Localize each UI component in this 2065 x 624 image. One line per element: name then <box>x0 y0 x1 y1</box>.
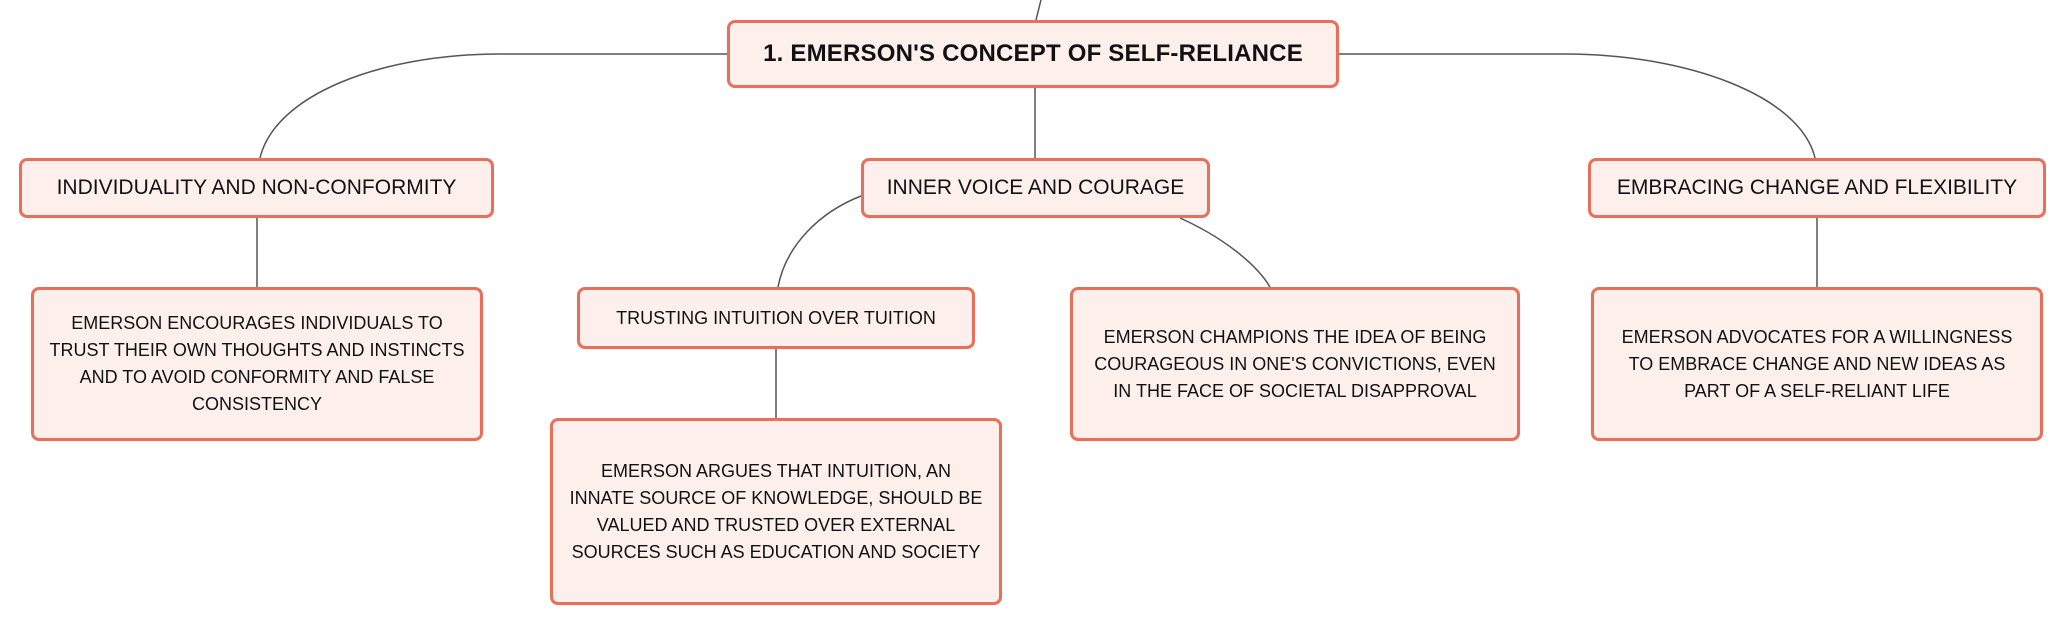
connector-root-to-embracing-change <box>1338 53 1816 159</box>
detail-courage-node[interactable]: EMERSON CHAMPIONS THE IDEA OF BEING COUR… <box>1070 287 1520 441</box>
detail-embracing-change-text: EMERSON ADVOCATES FOR A WILLINGNESS TO E… <box>1621 326 2013 401</box>
connector-inner-voice-to-courage-detail <box>1179 217 1271 288</box>
detail-embracing-change-node[interactable]: EMERSON ADVOCATES FOR A WILLINGNESS TO E… <box>1591 287 2043 441</box>
root-topic-label: 1. EMERSON'S CONCEPT OF SELF-RELIANCE <box>763 40 1303 67</box>
subtopic-intuition-node[interactable]: TRUSTING INTUITION OVER TUITION <box>577 287 975 349</box>
detail-courage-text: EMERSON CHAMPIONS THE IDEA OF BEING COUR… <box>1094 326 1496 401</box>
topic-inner-voice-node[interactable]: INNER VOICE AND COURAGE <box>861 158 1210 218</box>
topic-inner-voice-label: INNER VOICE AND COURAGE <box>886 176 1185 199</box>
detail-individuality-text: EMERSON ENCOURAGES INDIVIDUALS TO TRUST … <box>49 313 465 414</box>
topic-individuality-node[interactable]: INDIVIDUALITY AND NON-CONFORMITY <box>19 158 494 218</box>
subtopic-intuition-label: TRUSTING INTUITION OVER TUITION <box>616 307 936 328</box>
root-topic-node[interactable]: 1. EMERSON'S CONCEPT OF SELF-RELIANCE <box>727 20 1339 88</box>
connector-inner-voice-to-intuition <box>777 195 862 288</box>
topic-embracing-change-label: EMBRACING CHANGE AND FLEXIBILITY <box>1616 176 2018 199</box>
connector-incoming-root <box>1035 0 1042 21</box>
detail-individuality-node[interactable]: EMERSON ENCOURAGES INDIVIDUALS TO TRUST … <box>31 287 483 441</box>
topic-individuality-label: INDIVIDUALITY AND NON-CONFORMITY <box>56 176 457 199</box>
topic-embracing-change-node[interactable]: EMBRACING CHANGE AND FLEXIBILITY <box>1588 158 2046 218</box>
detail-intuition-node[interactable]: EMERSON ARGUES THAT INTUITION, AN INNATE… <box>550 418 1002 605</box>
connector-root-to-individuality <box>259 53 727 159</box>
detail-intuition-text: EMERSON ARGUES THAT INTUITION, AN INNATE… <box>569 460 983 562</box>
